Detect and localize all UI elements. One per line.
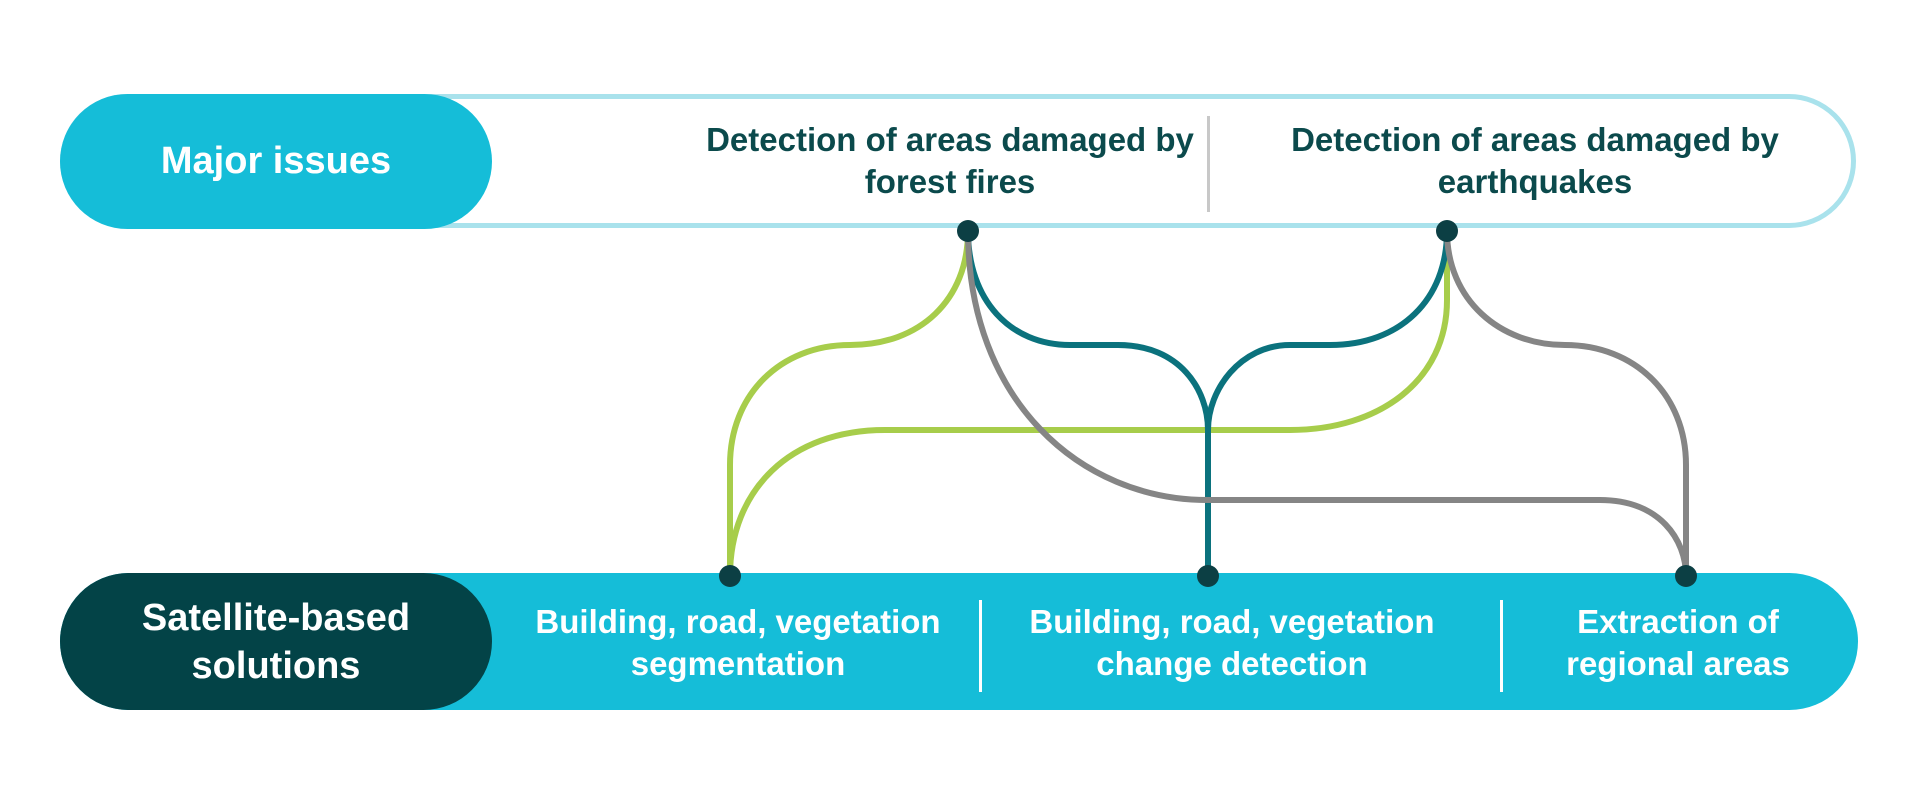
major-issues-label: Major issues — [160, 140, 392, 182]
solution-segmentation: Building, road, vegetation segmentation — [535, 603, 941, 682]
major-issues-label-pill: Major issues — [60, 94, 492, 229]
issue-node-forest-fires — [957, 220, 979, 242]
link-fires-to-change-detection — [965, 228, 1211, 579]
solution-node-regional-extraction — [1675, 565, 1697, 587]
solutions-label-pill: Satellite-based solutions — [60, 573, 492, 710]
link-fires-to-segmentation — [727, 228, 971, 579]
solutions-divider-1 — [979, 600, 982, 692]
solutions-divider-2 — [1500, 600, 1503, 692]
solution-node-segmentation — [719, 565, 741, 587]
solutions-label: Satellite-based solutions — [141, 596, 411, 687]
issues-divider — [1207, 116, 1210, 212]
issue-earthquakes: Detection of areas damaged by earthquake… — [1291, 121, 1779, 200]
issue-forest-fires: Detection of areas damaged by forest fir… — [706, 121, 1194, 200]
link-earthquakes-to-regional-extraction — [1444, 228, 1689, 579]
solution-node-change-detection — [1197, 565, 1219, 587]
solution-regional-extraction: Extraction of regional areas — [1566, 603, 1790, 682]
issue-node-earthquakes — [1436, 220, 1458, 242]
link-earthquakes-to-change-detection — [1205, 228, 1450, 433]
link-earthquakes-to-segmentation — [727, 228, 1450, 579]
solution-change-detection: Building, road, vegetation change detect… — [1029, 603, 1435, 682]
link-fires-to-regional-extraction — [965, 228, 1689, 579]
